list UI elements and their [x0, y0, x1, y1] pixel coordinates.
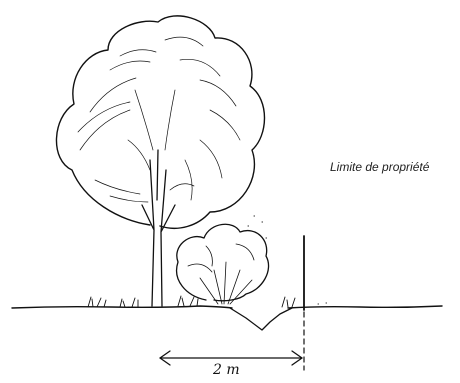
ditch [230, 308, 292, 330]
tree-crown [56, 16, 264, 228]
shrub-outline [177, 224, 269, 300]
shrub-dots [248, 216, 267, 238]
distance-label: 2 m [213, 362, 240, 378]
ground-line [12, 306, 442, 308]
crown-hatching [78, 37, 240, 202]
property-line-label: Limite de propriété [330, 160, 429, 174]
grass-tufts [88, 296, 327, 307]
tree [56, 16, 264, 306]
shrub [177, 216, 269, 304]
